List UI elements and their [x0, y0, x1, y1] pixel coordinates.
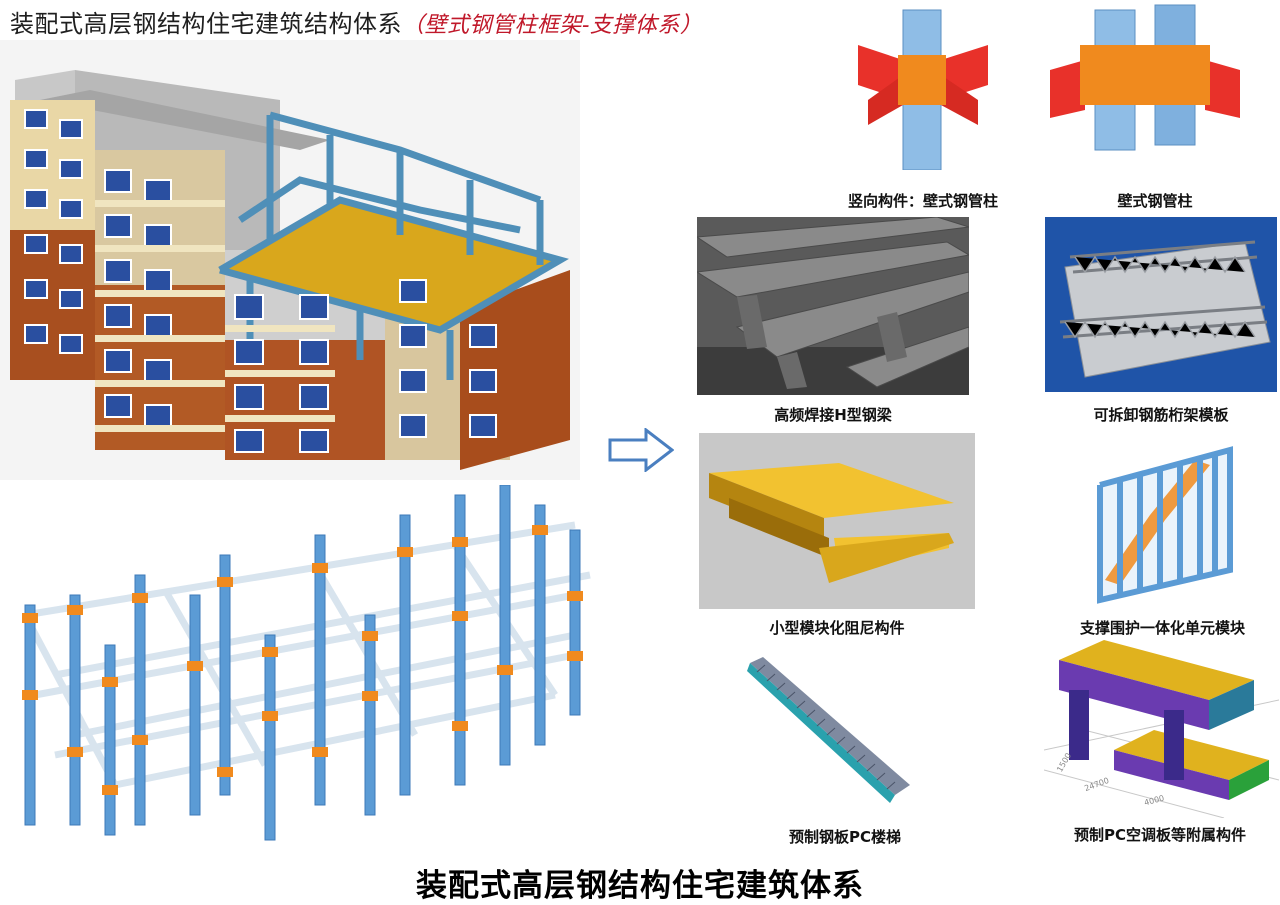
caption-damper: 小型模块化阻尼构件 [769, 619, 905, 637]
caption-aircon-board: 预制PC空调板等附属构件 [1073, 826, 1246, 844]
wall-column-vertical-image [848, 5, 998, 170]
right-arrow-icon [608, 428, 674, 472]
building-illustration [0, 40, 580, 480]
footer-title: 装配式高层钢结构住宅建筑体系 [416, 868, 864, 904]
caption-h-beam: 高频焊接H型钢梁 [774, 406, 892, 424]
caption-truss-formwork: 可拆卸钢筋桁架模板 [1093, 406, 1229, 424]
wall-column-image [1045, 0, 1245, 160]
title-subtitle: （壁式钢管柱框架-支撑体系） [402, 13, 703, 38]
building-rendering [0, 40, 580, 480]
h-beam-image [697, 217, 969, 395]
truss-formwork-image [1045, 217, 1277, 392]
aircon-board-image: 1500 24700 4000 [1044, 630, 1279, 818]
caption-brace-module: 支撑围护一体化单元模块 [1079, 619, 1245, 637]
page-title: 装配式高层钢结构住宅建筑结构体系（壁式钢管柱框架-支撑体系） [10, 4, 702, 39]
damper-image [699, 433, 975, 609]
brace-module-image [1090, 445, 1240, 605]
steel-frame-skeleton [15, 485, 600, 845]
main-title: 装配式高层钢结构住宅建筑结构体系 [10, 10, 402, 38]
stair-image [745, 655, 915, 805]
frame-illustration [21, 485, 591, 841]
caption-stair: 预制钢板PC楼梯 [788, 828, 901, 846]
caption-wall-column: 壁式钢管柱 [1117, 192, 1193, 210]
caption-wall-column-vertical: 竖向构件：壁式钢管柱 [848, 192, 999, 210]
